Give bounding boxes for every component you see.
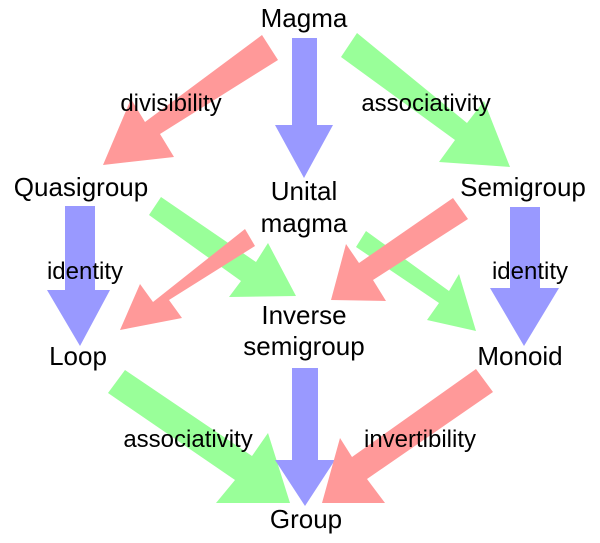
node-unital-magma-line2: magma	[261, 208, 348, 238]
label-invertibility: invertibility	[364, 426, 476, 453]
label-divisibility: divisibility	[120, 90, 221, 117]
node-magma: Magma	[261, 3, 348, 33]
node-monoid: Monoid	[477, 341, 562, 371]
arrow-loop-to-group	[108, 370, 290, 503]
arrows	[47, 33, 559, 506]
label-associativity-bottom: associativity	[123, 426, 252, 453]
arrow-semigroup-to-monoid	[490, 207, 559, 346]
node-inverse-semigroup-line2: semigroup	[243, 331, 364, 361]
node-quasigroup: Quasigroup	[14, 172, 148, 202]
arrow-quasigroup-to-loop	[47, 206, 110, 346]
nodes: Magma Quasigroup Unital magma Semigroup …	[14, 3, 586, 534]
node-loop: Loop	[49, 341, 107, 371]
node-group: Group	[270, 504, 342, 534]
arrow-inverse-semigroup-to-group	[275, 368, 335, 506]
label-identity-right: identity	[492, 258, 568, 285]
label-identity-left: identity	[47, 258, 123, 285]
arrow-magma-to-quasigroup	[103, 35, 278, 165]
arrow-unital-magma-to-loop	[120, 229, 255, 330]
edge-labels: divisibility associativity identity iden…	[47, 90, 568, 453]
arrow-magma-to-semigroup	[341, 33, 510, 167]
arrow-monoid-to-group	[322, 369, 493, 503]
arrow-semigroup-to-inverse-semigroup	[331, 198, 468, 301]
node-semigroup: Semigroup	[460, 172, 586, 202]
node-unital-magma-line1: Unital	[271, 176, 337, 206]
node-inverse-semigroup-line1: Inverse	[261, 300, 346, 330]
arrow-magma-to-unital-magma	[275, 38, 333, 178]
label-associativity-top: associativity	[361, 90, 490, 117]
